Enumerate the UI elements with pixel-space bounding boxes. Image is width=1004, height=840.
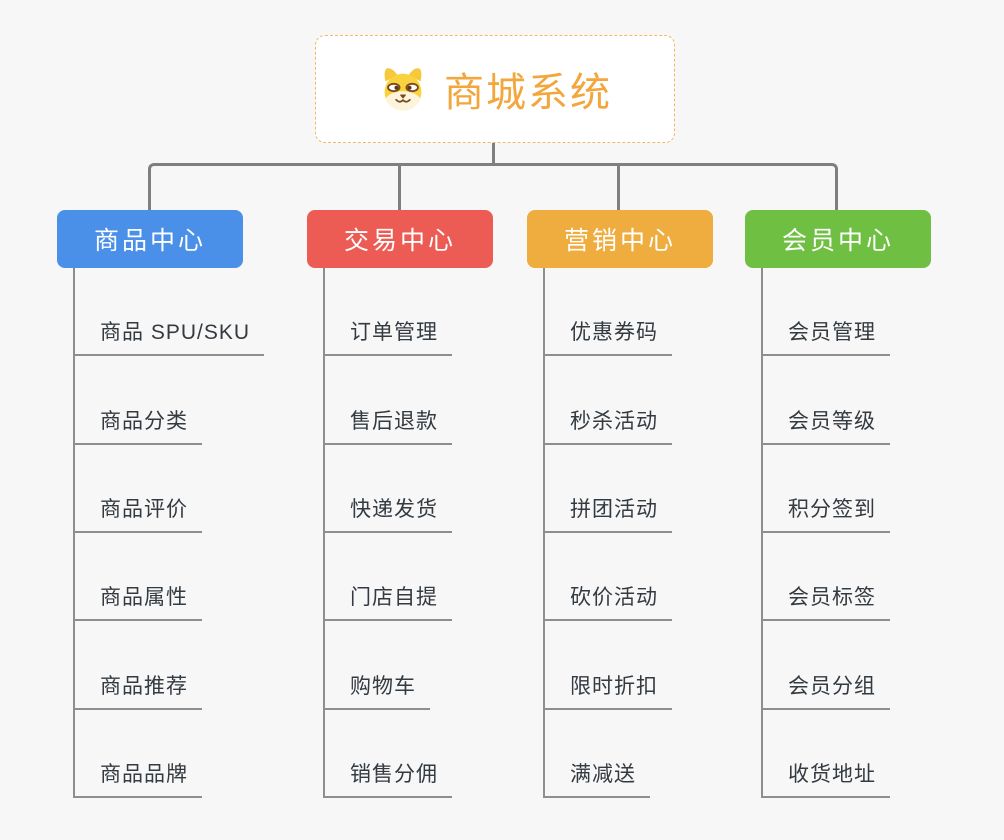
leaf-node[interactable]: 订单管理 [323, 268, 452, 357]
leaf-list: 会员管理 会员等级 积分签到 会员标签 会员分组 收货地址 [761, 268, 890, 798]
branch-header-trade[interactable]: 交易中心 [307, 210, 493, 268]
leaf-node[interactable]: 销售分佣 [323, 710, 452, 798]
leaf-label: 快递发货 [323, 493, 452, 533]
leaf-node[interactable]: 商品推荐 [73, 621, 264, 710]
leaf-node[interactable]: 秒杀活动 [543, 356, 672, 445]
leaf-label: 秒杀活动 [543, 405, 672, 445]
leaf-node[interactable]: 限时折扣 [543, 621, 672, 710]
leaf-node[interactable]: 商品 SPU/SKU [73, 268, 265, 357]
leaf-node[interactable]: 快递发货 [323, 445, 452, 533]
branch-trunk-line [323, 268, 325, 798]
leaf-label: 积分签到 [761, 493, 890, 533]
branch-trunk-line [543, 268, 545, 798]
leaf-label: 售后退款 [323, 405, 452, 445]
branch-marketing-center: 营销中心 优惠券码 秒杀活动 拼团活动 砍价活动 限时折扣 满减送 [527, 210, 787, 798]
leaf-node[interactable]: 拼团活动 [543, 445, 672, 533]
leaf-list: 订单管理 售后退款 快递发货 门店自提 购物车 销售分佣 [323, 268, 452, 798]
leaf-list: 商品 SPU/SKU 商品分类 商品评价 商品属性 商品推荐 商品品牌 [73, 268, 265, 798]
leaf-label: 优惠券码 [543, 316, 672, 357]
leaf-label: 会员管理 [761, 316, 890, 357]
leaf-label: 订单管理 [323, 316, 452, 357]
leaf-node[interactable]: 收货地址 [761, 710, 890, 798]
leaf-node[interactable]: 商品评价 [73, 445, 264, 533]
leaf-node[interactable]: 商品分类 [73, 356, 264, 445]
branch-header-label: 营销中心 [563, 227, 676, 255]
leaf-node[interactable]: 门店自提 [323, 533, 452, 622]
leaf-label: 会员标签 [761, 581, 890, 622]
dog-logo-icon [384, 68, 422, 111]
branch-header-label: 交易中心 [343, 227, 456, 255]
leaf-node[interactable]: 购物车 [323, 621, 452, 710]
root-node[interactable]: 商城系统 [315, 35, 675, 143]
leaf-node[interactable]: 售后退款 [323, 356, 452, 445]
leaf-label: 商品评价 [73, 493, 202, 533]
leaf-label: 收货地址 [761, 758, 890, 798]
leaf-node[interactable]: 会员管理 [761, 268, 890, 357]
connector-root-stub [492, 143, 495, 165]
leaf-label: 商品品牌 [73, 758, 202, 798]
leaf-label: 拼团活动 [543, 493, 672, 533]
leaf-label: 会员分组 [761, 670, 890, 710]
connector-bracket [148, 163, 838, 210]
branch-header-product[interactable]: 商品中心 [57, 210, 243, 268]
leaf-label: 销售分佣 [323, 758, 452, 798]
branch-header-marketing[interactable]: 营销中心 [527, 210, 713, 268]
branch-trade-center: 交易中心 订单管理 售后退款 快递发货 门店自提 购物车 销售分佣 [307, 210, 567, 798]
branch-header-label: 会员中心 [781, 227, 894, 255]
leaf-label: 商品属性 [73, 581, 202, 622]
leaf-node[interactable]: 会员标签 [761, 533, 890, 622]
branch-header-member[interactable]: 会员中心 [745, 210, 931, 268]
root-title: 商城系统 [444, 71, 612, 115]
leaf-label: 商品 SPU/SKU [73, 316, 265, 357]
leaf-node[interactable]: 商品品牌 [73, 710, 264, 798]
leaf-label: 商品推荐 [73, 670, 202, 710]
branch-trunk-line [761, 268, 763, 798]
connector-stub-trade [398, 165, 401, 210]
leaf-node[interactable]: 满减送 [543, 710, 672, 798]
leaf-list: 优惠券码 秒杀活动 拼团活动 砍价活动 限时折扣 满减送 [543, 268, 672, 798]
leaf-node[interactable]: 砍价活动 [543, 533, 672, 622]
leaf-label: 门店自提 [323, 581, 452, 622]
connector-stub-marketing [617, 165, 620, 210]
leaf-label: 商品分类 [73, 405, 202, 445]
leaf-label: 购物车 [323, 670, 430, 710]
branch-header-label: 商品中心 [93, 227, 206, 255]
leaf-node[interactable]: 积分签到 [761, 445, 890, 533]
leaf-node[interactable]: 优惠券码 [543, 268, 672, 357]
branch-product-center: 商品中心 商品 SPU/SKU 商品分类 商品评价 商品属性 商品推荐 商品品牌 [57, 210, 317, 798]
leaf-label: 砍价活动 [543, 581, 672, 622]
leaf-node[interactable]: 会员分组 [761, 621, 890, 710]
branch-trunk-line [73, 268, 75, 798]
leaf-node[interactable]: 会员等级 [761, 356, 890, 445]
leaf-node[interactable]: 商品属性 [73, 533, 264, 622]
leaf-label: 会员等级 [761, 405, 890, 445]
leaf-label: 满减送 [543, 758, 650, 798]
leaf-label: 限时折扣 [543, 670, 672, 710]
branch-member-center: 会员中心 会员管理 会员等级 积分签到 会员标签 会员分组 收货地址 [745, 210, 1004, 798]
